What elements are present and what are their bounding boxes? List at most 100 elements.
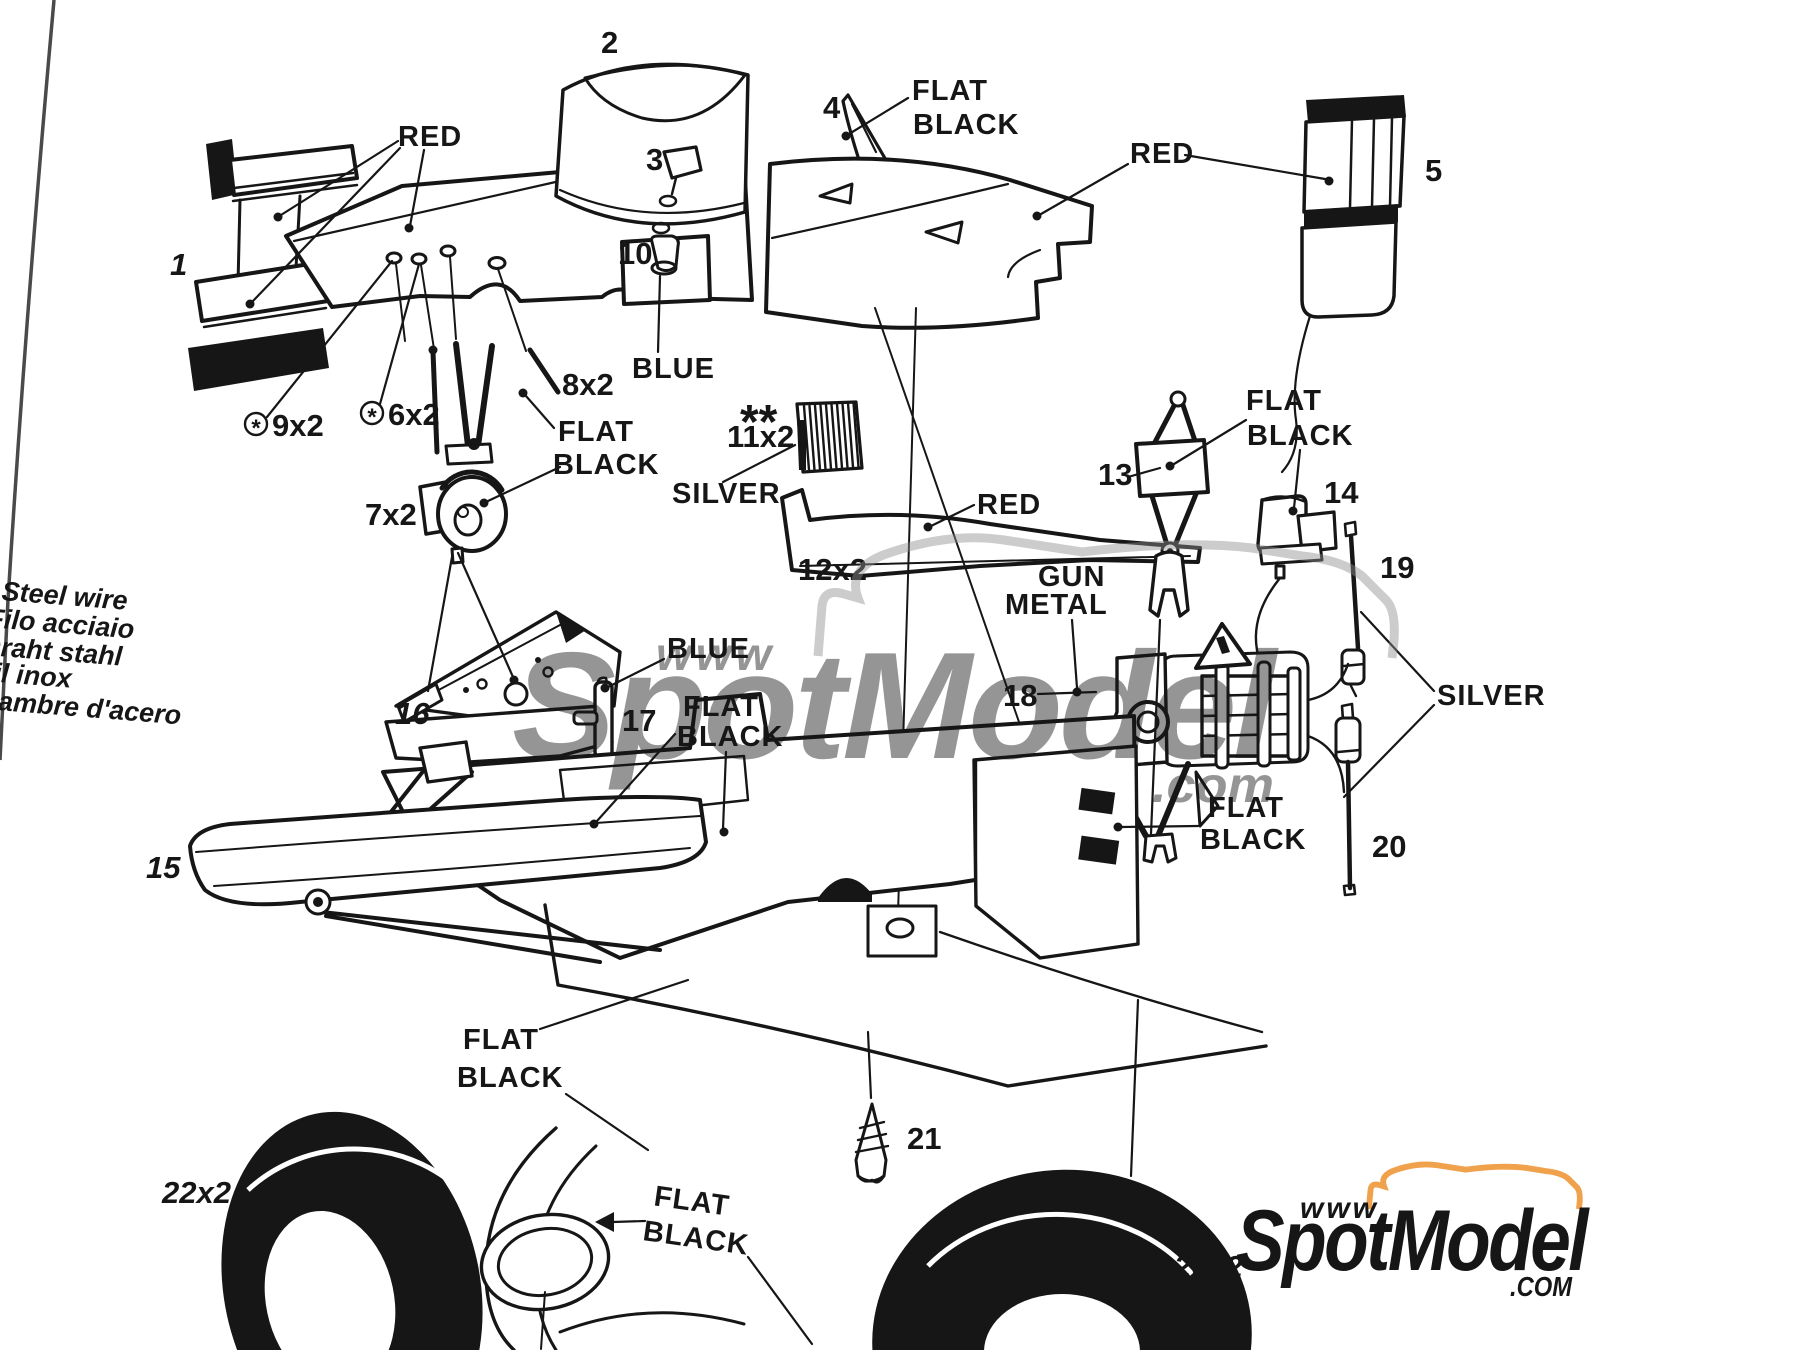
- part-12x2-panel-drawing: [780, 488, 1202, 578]
- part-number-26x2: 26x2: [1173, 1249, 1243, 1284]
- part-11x2-grille-drawing: [795, 400, 864, 474]
- callout-black-line: BLACK: [1200, 824, 1307, 856]
- callout-flat-black-mirrors: FLAT BLACK: [912, 75, 1020, 141]
- arrowhead-rim: [595, 1212, 614, 1232]
- part-number-16: 16: [395, 696, 430, 731]
- svg-text:6x2: 6x2: [388, 397, 440, 432]
- callout-red-engine-cover: RED: [1130, 138, 1194, 170]
- callout-blue-part17: BLUE: [667, 633, 750, 665]
- note-line-fr: Fil inox: [0, 656, 74, 693]
- part-2-windscreen-drawing: [554, 62, 750, 226]
- part-8x2-rod: [527, 347, 561, 395]
- part-number-13: 13: [1098, 457, 1132, 492]
- part-number-14: 14: [1324, 475, 1359, 510]
- callout-flat-black-rim: FLAT BLACK: [641, 1180, 751, 1262]
- part-number-5: 5: [1425, 153, 1442, 188]
- part-15-nose-suspension-drawing: [188, 740, 708, 964]
- part-26x2-rear-tire-drawing: [872, 1169, 1252, 1350]
- fastener-parts-drawing: [395, 256, 561, 466]
- callout-red-side-panel: RED: [977, 489, 1041, 521]
- callout-flat-black-floor: FLAT BLACK: [457, 1024, 564, 1094]
- steel-wire-note: Steel wire Filo acciaio Draht stahl Fil …: [0, 576, 182, 731]
- star-marker-icon: *: [367, 404, 377, 431]
- part-number-21: 21: [907, 1121, 941, 1156]
- part-number-12x2: 12x2: [798, 552, 867, 587]
- callout-black-line: BLACK: [1247, 420, 1354, 452]
- part-21-screw-drawing: [854, 1102, 890, 1184]
- callout-metal-line: METAL: [1005, 589, 1108, 621]
- part-number-17: 17: [622, 703, 656, 738]
- callout-flat-black-rear-chassis: FLAT BLACK: [1200, 792, 1307, 856]
- callout-flat-line: FLAT: [1208, 792, 1284, 824]
- logo-car-outline-icon: [1365, 1161, 1583, 1210]
- page-curl-line: [0, 0, 56, 761]
- part-number-6x2: * 6x2: [359, 397, 440, 432]
- part-7x2-brake-disc-drawing: [418, 469, 508, 565]
- part-number-11x2: ** 11x2: [727, 396, 794, 454]
- part-number-19: 19: [1380, 550, 1414, 585]
- part-20-rod-drawing: [1334, 702, 1362, 897]
- part-19-rod-drawing: [1340, 520, 1366, 698]
- engine-cover-drawing: [620, 156, 1094, 330]
- watermark-www: www: [656, 628, 775, 680]
- part-number-22x2: 22x2: [161, 1175, 231, 1210]
- part-1-front-wing-drawing: [188, 139, 359, 391]
- part-number-10: 10: [618, 236, 652, 271]
- logo-www: www: [1300, 1192, 1379, 1225]
- callout-black-line: BLACK: [553, 449, 660, 481]
- callout-flat-line: FLAT: [463, 1024, 539, 1056]
- callout-black-line: BLACK: [641, 1215, 751, 1262]
- part-number-2: 2: [601, 25, 618, 60]
- part-number-7x2: 7x2: [365, 497, 417, 532]
- leader-lines: [251, 96, 1436, 1346]
- part-5-rear-wing-drawing: [1280, 95, 1406, 474]
- watermark-car-outline-icon: [813, 533, 1399, 659]
- part-13-suspension-drawing: [1134, 390, 1210, 618]
- part-number-15: 15: [146, 850, 181, 885]
- part-number-18: 18: [1003, 678, 1037, 713]
- callout-flat-black-cockpit: FLAT BLACK: [677, 691, 784, 753]
- logo-tld: .COM: [1510, 1271, 1573, 1302]
- part-number-1: 1: [170, 247, 187, 282]
- callout-flat-line: FLAT: [558, 416, 634, 448]
- svg-text:9x2: 9x2: [272, 408, 324, 443]
- part-number-20: 20: [1372, 829, 1406, 864]
- star-marker-icon: *: [251, 415, 261, 442]
- callout-flat-line: FLAT: [1246, 385, 1322, 417]
- callout-black-line: BLACK: [677, 721, 784, 753]
- front-wheel-rim-drawing: [479, 1126, 746, 1350]
- part-number-8x2: 8x2: [562, 367, 614, 402]
- part-14-reservoir-drawing: [1254, 494, 1338, 702]
- chassis-floor-drawing: [381, 692, 1268, 1088]
- callout-flat-line: FLAT: [683, 691, 759, 723]
- part-number-9x2: * 9x2: [243, 408, 324, 443]
- logo-brand: SpotModel: [1236, 1193, 1590, 1289]
- part-number-3: 3: [646, 142, 663, 177]
- callout-gun-metal-gearbox: GUN METAL: [1005, 561, 1108, 621]
- callout-silver-rods: SILVER: [1437, 680, 1546, 712]
- svg-text:11x2: 11x2: [727, 419, 794, 454]
- center-watermark: www SpotModel .com: [512, 533, 1399, 813]
- callout-blue-part10: BLUE: [632, 353, 715, 385]
- part-number-4: 4: [823, 90, 841, 125]
- double-star-marker: **: [740, 396, 778, 449]
- watermark-tld: .com: [1152, 757, 1274, 813]
- callout-flat-line: FLAT: [652, 1180, 732, 1222]
- callout-gun-line: GUN: [1038, 561, 1105, 593]
- part-6x2-pin: [430, 349, 440, 455]
- note-line-es: Alambre d'acero: [0, 684, 182, 731]
- callout-red-front-wing: RED: [398, 121, 462, 153]
- callout-silver-grille: SILVER: [672, 478, 781, 510]
- watermark-brand: SpotModel: [512, 621, 1279, 791]
- callout-flat-black-pillar: FLAT BLACK: [553, 416, 660, 481]
- part-22x2-front-tire-drawing: [221, 1111, 483, 1350]
- callout-flat-black-suspension: FLAT BLACK: [1246, 385, 1354, 452]
- part-3-mirror-drawing: [658, 145, 703, 208]
- spotmodel-logo: www SpotModel .COM: [1236, 1161, 1593, 1302]
- callout-black-line: BLACK: [913, 109, 1020, 141]
- part-10-drawing: [650, 221, 680, 276]
- callout-black-line: BLACK: [457, 1062, 564, 1094]
- pillar-drawing: [453, 341, 495, 449]
